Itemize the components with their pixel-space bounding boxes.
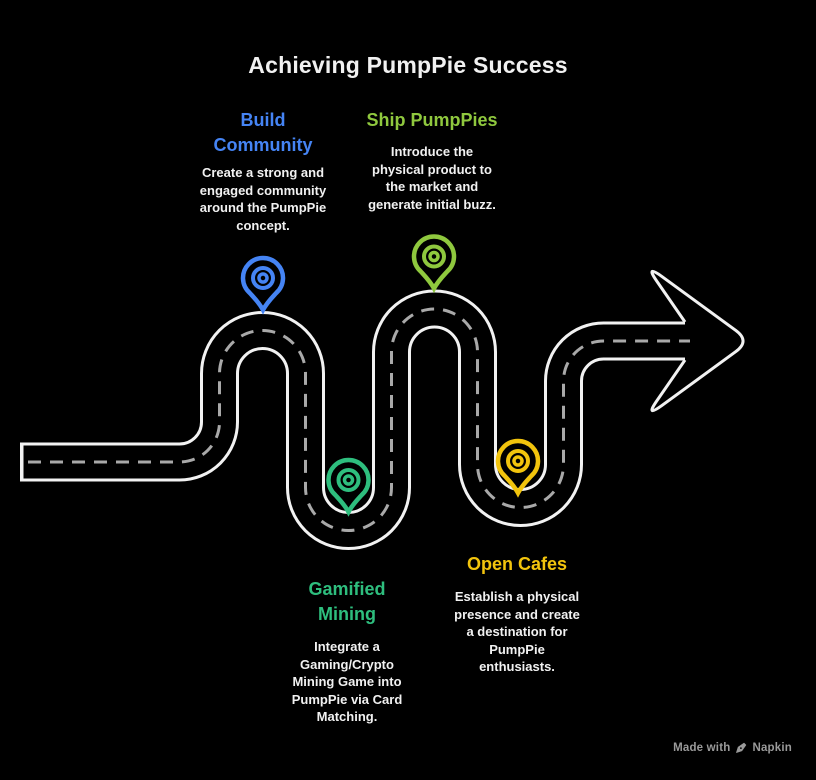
pen-icon [736, 742, 747, 753]
milestone-title-ship-pumppies: Ship PumpPies [366, 110, 498, 130]
made-with-napkin-badge[interactable]: Made with Napkin [673, 742, 792, 754]
page-title: Achieving PumpPie Success [248, 52, 568, 78]
milestone-title-build-community: Build Community [213, 110, 313, 155]
badge-brand: Napkin [752, 742, 792, 754]
milestone-description-ship-pumppies: Introduce the physical product to the ma… [368, 144, 496, 212]
milestone-pin-gamified-mining [326, 457, 371, 517]
milestone-description-gamified-mining: Integrate a Gaming/Crypto Mining Game in… [291, 639, 403, 724]
milestone-pin-build-community [240, 255, 286, 315]
road-centerline-dashes [28, 307, 690, 532]
milestone-pin-open-cafes [495, 438, 541, 498]
milestone-title-open-cafes: Open Cafes [466, 554, 568, 574]
badge-prefix: Made with [673, 742, 731, 754]
milestone-description-build-community: Create a strong and engaged community ar… [199, 165, 327, 233]
milestone-title-gamified-mining: Gamified Mining [308, 579, 386, 624]
milestone-description-open-cafes: Establish a physical presence and create… [454, 589, 580, 674]
milestone-pin-ship-pumppies [411, 234, 457, 294]
